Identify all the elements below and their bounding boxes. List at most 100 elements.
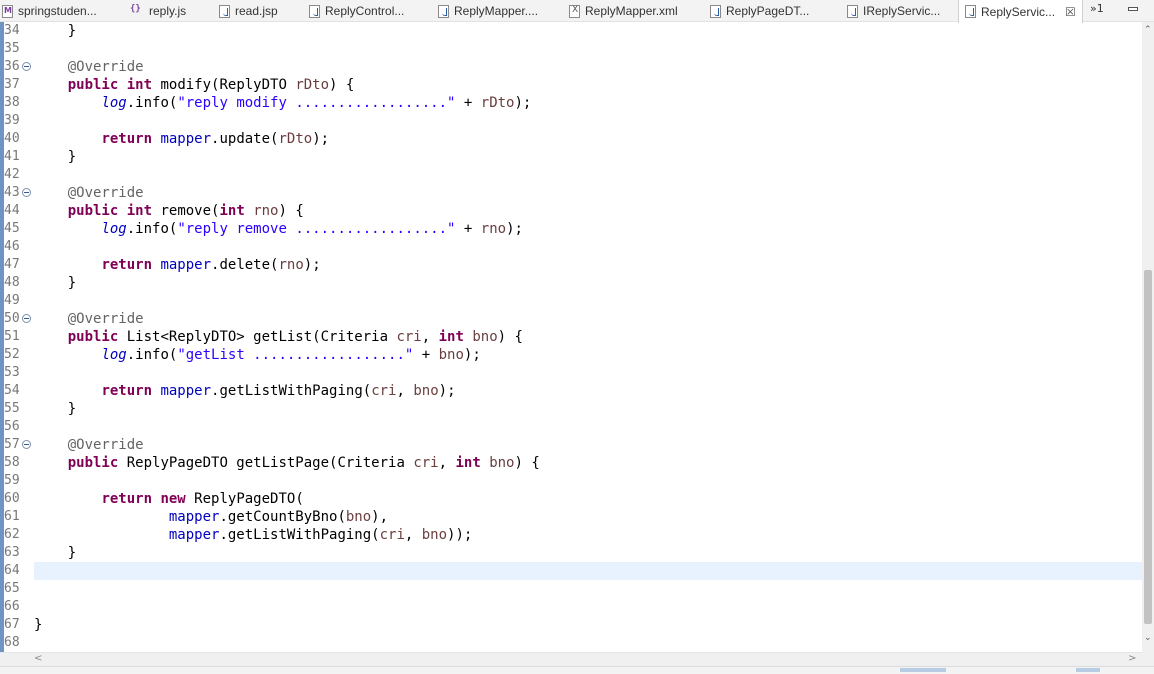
- code-token: +: [413, 347, 439, 363]
- code-line[interactable]: mapper.getListWithPaging(cri, bno));: [34, 526, 1142, 544]
- code-line[interactable]: ​: [34, 562, 1142, 580]
- collapse-fold-icon[interactable]: [22, 314, 31, 323]
- editor-tab[interactable]: ReplyPageDT...: [704, 0, 829, 22]
- code-line[interactable]: return new ReplyPageDTO(: [34, 490, 1142, 508]
- editor-tab[interactable]: ReplyMapper.xml: [563, 0, 693, 22]
- code-line[interactable]: log.info("reply remove .................…: [34, 220, 1142, 238]
- code-line[interactable]: ​: [34, 166, 1142, 184]
- code-token: [34, 491, 101, 507]
- code-line[interactable]: public List<ReplyDTO> getList(Criteria c…: [34, 328, 1142, 346]
- code-line[interactable]: }: [34, 616, 1142, 634]
- code-token: return: [101, 383, 153, 399]
- line-number: 67: [4, 616, 34, 634]
- code-token: bno: [421, 527, 448, 543]
- scroll-left-icon[interactable]: <: [34, 653, 43, 664]
- code-token: }: [34, 401, 77, 417]
- code-line[interactable]: ​: [34, 112, 1142, 130]
- code-token: cri: [413, 455, 439, 471]
- line-number-text: 59: [4, 473, 20, 488]
- code-line[interactable]: @Override: [34, 310, 1142, 328]
- code-token: [34, 257, 101, 273]
- horizontal-scrollbar[interactable]: < >: [0, 652, 1142, 666]
- code-token: [245, 203, 253, 219]
- code-line[interactable]: ​: [34, 472, 1142, 490]
- code-token: log: [101, 95, 127, 111]
- tab-overflow-button[interactable]: »1: [1090, 2, 1104, 15]
- line-number: 59: [4, 472, 34, 490]
- line-number-text: 34: [4, 23, 20, 38]
- code-token: return: [101, 257, 153, 273]
- code-token: rno: [278, 257, 304, 273]
- editor-tab[interactable]: IReplyServic...: [841, 0, 951, 22]
- scroll-down-icon[interactable]: ⌄: [1144, 633, 1152, 643]
- code-line[interactable]: ​: [34, 364, 1142, 382]
- code-line[interactable]: }: [34, 274, 1142, 292]
- code-line[interactable]: ​: [34, 418, 1142, 436]
- code-line[interactable]: ​: [34, 40, 1142, 58]
- editor-tab[interactable]: springstuden...: [0, 0, 110, 22]
- code-token: cri: [379, 527, 405, 543]
- editor-tab[interactable]: reply.js: [124, 0, 204, 22]
- code-line[interactable]: }: [34, 22, 1142, 40]
- code-line[interactable]: log.info("reply modify .................…: [34, 94, 1142, 112]
- code-line[interactable]: return mapper.getListWithPaging(cri, bno…: [34, 382, 1142, 400]
- code-line[interactable]: public ReplyPageDTO getListPage(Criteria…: [34, 454, 1142, 472]
- editor-tab[interactable]: ReplyServic...☒: [958, 0, 1083, 23]
- close-tab-icon[interactable]: ☒: [1065, 4, 1076, 19]
- code-token: return: [101, 491, 153, 507]
- vertical-scroll-thumb[interactable]: [1144, 270, 1152, 624]
- collapse-fold-icon[interactable]: [22, 62, 31, 71]
- line-number: 40: [4, 130, 34, 148]
- code-line[interactable]: return mapper.update(rDto);: [34, 130, 1142, 148]
- code-line[interactable]: ​: [34, 238, 1142, 256]
- code-line[interactable]: }: [34, 148, 1142, 166]
- line-number-text: 49: [4, 293, 20, 308]
- tab-label: springstuden...: [18, 4, 97, 18]
- line-number-text: 62: [4, 527, 20, 542]
- code-token: );: [438, 383, 456, 399]
- code-line[interactable]: ​: [34, 634, 1142, 652]
- line-number-text: 41: [4, 149, 20, 164]
- collapse-fold-icon[interactable]: [22, 440, 31, 449]
- code-line[interactable]: public int modify(ReplyDTO rDto) {: [34, 76, 1142, 94]
- code-line[interactable]: @Override: [34, 436, 1142, 454]
- java-file-icon: [847, 4, 858, 18]
- code-token: [118, 77, 126, 93]
- tab-label: ReplyControl...: [325, 4, 405, 18]
- code-token: modify(ReplyDTO: [152, 77, 296, 93]
- tab-label: ReplyPageDT...: [726, 4, 810, 18]
- tab-label: ReplyMapper.xml: [585, 4, 678, 18]
- editor-tab[interactable]: read.jsp: [213, 0, 293, 22]
- vertical-scrollbar[interactable]: ⌃ ⌄: [1142, 22, 1154, 652]
- code-line[interactable]: ​: [34, 292, 1142, 310]
- minimize-icon[interactable]: [1128, 7, 1138, 11]
- editor-tab[interactable]: ReplyControl...: [303, 0, 423, 22]
- editor-tab[interactable]: ReplyMapper....: [432, 0, 552, 22]
- code-token: [34, 437, 68, 453]
- code-line[interactable]: }: [34, 544, 1142, 562]
- code-token: .getCountByBno(: [219, 509, 346, 525]
- code-line[interactable]: ​: [34, 598, 1142, 616]
- scrollbar-corner: [1142, 652, 1154, 666]
- code-line[interactable]: ​: [34, 580, 1142, 598]
- code-line[interactable]: @Override: [34, 58, 1142, 76]
- code-token: "reply modify ..................": [177, 95, 456, 111]
- code-area[interactable]: }​ @Override public int modify(ReplyDTO …: [34, 22, 1142, 652]
- code-line[interactable]: return mapper.delete(rno);: [34, 256, 1142, 274]
- code-token: List<ReplyDTO> getList(Criteria: [118, 329, 397, 345]
- code-line[interactable]: public int remove(int rno) {: [34, 202, 1142, 220]
- line-number: 39: [4, 112, 34, 130]
- scroll-up-icon[interactable]: ⌃: [1144, 25, 1152, 35]
- code-token: mapper: [160, 257, 212, 273]
- scroll-right-icon[interactable]: >: [1128, 653, 1137, 664]
- line-number: 63: [4, 544, 34, 562]
- code-token: int: [455, 455, 481, 471]
- code-token: }: [34, 617, 43, 633]
- collapse-fold-icon[interactable]: [22, 188, 31, 197]
- code-line[interactable]: log.info("getList .................." + …: [34, 346, 1142, 364]
- code-line[interactable]: }: [34, 400, 1142, 418]
- code-line[interactable]: @Override: [34, 184, 1142, 202]
- code-line[interactable]: mapper.getCountByBno(bno),: [34, 508, 1142, 526]
